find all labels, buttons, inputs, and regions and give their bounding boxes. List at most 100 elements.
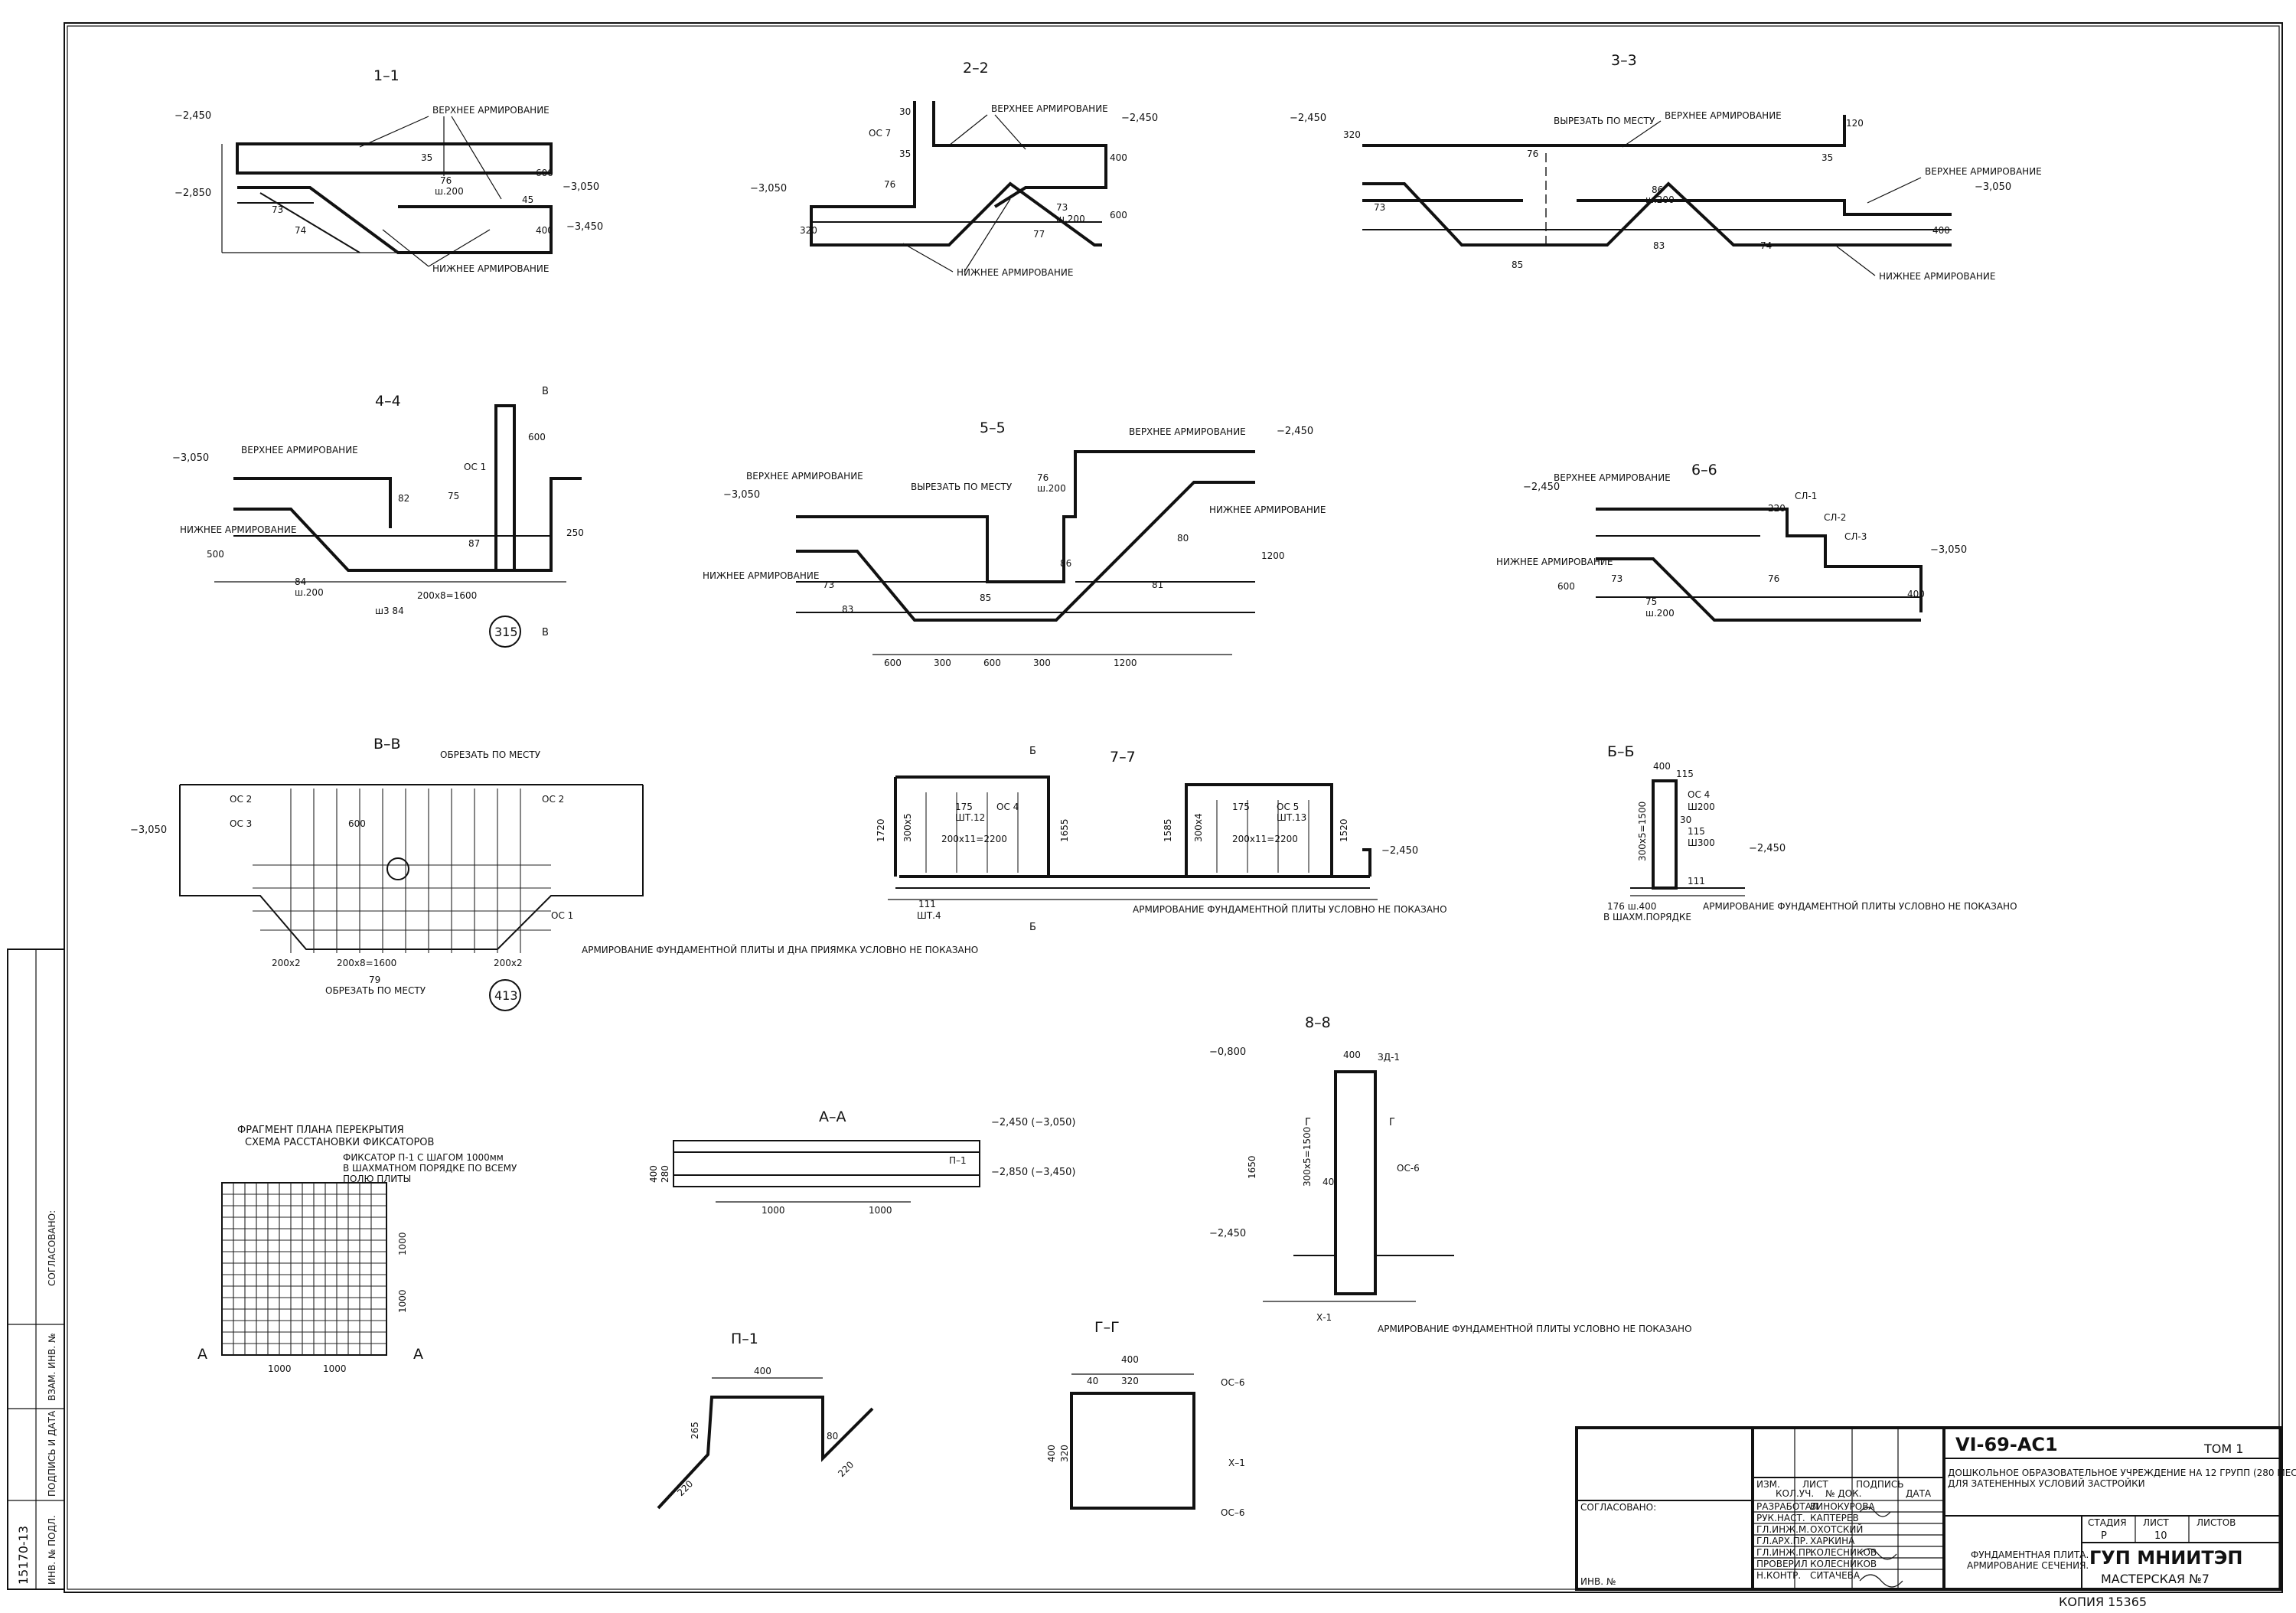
tb-sheet2: АРМИРОВАНИЕ СЕЧЕНИЯ.: [1967, 1560, 2089, 1571]
r76-6-6: 76: [1768, 573, 1779, 584]
title-b-b: Б–Б: [1607, 743, 1635, 760]
frag-note1: ФИКСАТОР П-1 С ШАГОМ 1000мм: [343, 1152, 504, 1163]
tb-volume: ТОМ 1: [2203, 1442, 2243, 1456]
r76-1-1: 76: [440, 175, 452, 186]
section-a-a: А–А −2,450 (−3,050) −2,850 (−3,450) П–1 …: [648, 1109, 1076, 1216]
cl2-6-6: СЛ-2: [1824, 512, 1846, 523]
mark-4-4: 315: [494, 625, 518, 639]
tb-stamp: КОПИЯ 15365: [2059, 1595, 2147, 1609]
cut-7-7-b: Б: [1029, 922, 1036, 933]
d600-2-2: 600: [1110, 210, 1127, 220]
r76-5-5: 76: [1037, 472, 1049, 483]
d220-6-6: 220: [1768, 503, 1786, 514]
cut-8-8-b: Г: [1389, 1117, 1395, 1128]
lv-1-1-c: −3,050: [563, 181, 599, 193]
d400-g-g: 400: [1121, 1354, 1139, 1365]
side-c3: ИНВ. № ПОДЛ.: [47, 1515, 57, 1585]
tb-hc4: ПОДПИСЬ: [1856, 1479, 1903, 1490]
note-7-7: АРМИРОВАНИЕ ФУНДАМЕНТНОЙ ПЛИТЫ УСЛОВНО Н…: [1133, 903, 1447, 915]
d320-2-2: 320: [800, 225, 817, 236]
section-3-3: 3–3 −2,450 −3,050 ВЕРХНЕЕ АРМИРОВАНИЕ ВЕ…: [1290, 52, 2042, 282]
lv-a-a-b: −2,850 (−3,450): [991, 1167, 1076, 1178]
lv-v-v: −3,050: [130, 824, 167, 836]
d1200-5-5: 1200: [1261, 550, 1285, 561]
r80-5-5: 80: [1177, 533, 1189, 544]
dim1-7-7: 200х11=2200: [941, 834, 1007, 844]
lv-3-3-a: −2,450: [1290, 113, 1326, 124]
title-v-v: В–В: [373, 736, 401, 753]
section-6-6: 6–6 ВЕРХНЕЕ АРМИРОВАНИЕ НИЖНЕЕ АРМИРОВАН…: [1496, 462, 1967, 622]
cut-top-v-v: ОБРЕЗАТЬ ПО МЕСТУ: [440, 749, 541, 760]
title-7-7: 7–7: [1110, 749, 1136, 766]
d320v-g-g: 320: [1059, 1445, 1070, 1462]
d176-b-b: 176 ш.400: [1607, 901, 1656, 912]
d400-3-3: 400: [1932, 225, 1950, 236]
sht13-7-7: ШТ.13: [1277, 812, 1306, 823]
s200-1-1-a: ш.200: [435, 186, 464, 197]
tb-sheets-h: ЛИСТОВ: [2197, 1517, 2236, 1528]
tb-org1: ГУП МНИИТЭП: [2089, 1547, 2242, 1569]
tb-role4: ГЛ.ИНЖ.ПР.: [1756, 1547, 1814, 1558]
d1655-7-7: 1655: [1059, 818, 1070, 842]
lv-2-2-a: −2,450: [1121, 113, 1158, 124]
section-5-5: 5–5 ВЕРХНЕЕ АРМИРОВАНИЕ ВЕРХНЕЕ АРМИРОВА…: [703, 420, 1326, 668]
lv-1-1-d: −3,450: [566, 221, 603, 233]
title-5-5: 5–5: [980, 420, 1006, 436]
r81-5-5: 81: [1152, 580, 1163, 590]
r87-4-4: 87: [468, 538, 480, 549]
d1585-7-7: 1585: [1163, 818, 1173, 842]
d500-4-4: 500: [207, 549, 224, 560]
d35-2-2: 35: [899, 149, 911, 159]
d220a-p1: 220: [675, 1478, 695, 1498]
r74-1-1: 74: [295, 225, 306, 236]
d400-a-a: 400: [648, 1165, 659, 1183]
dim-5-5-4: 1200: [1114, 658, 1137, 668]
tb-stage-h: СТАДИЯ: [2088, 1517, 2127, 1528]
dim-5-5-1: 300: [934, 658, 951, 668]
side-inv-no: 15170-13: [16, 1526, 31, 1585]
r83-3-3: 83: [1653, 240, 1665, 251]
d220b-p1: 220: [836, 1459, 856, 1479]
lv-5-5-a: −2,450: [1277, 426, 1313, 437]
lv-1-1-a: −2,450: [174, 110, 211, 122]
tb-hc2: ЛИСТ: [1802, 1479, 1828, 1490]
tb-name6: СИТАЧЕВА: [1810, 1570, 1861, 1581]
top-label-1-1: ВЕРХНЕЕ АРМИРОВАНИЕ: [432, 105, 550, 116]
s200-4-4: ш.200: [295, 587, 324, 598]
cl3-6-6: СЛ-3: [1844, 531, 1867, 542]
oc6b-g-g: ОС–6: [1221, 1507, 1244, 1518]
title-a-a: А–А: [819, 1109, 846, 1125]
title-p1: П–1: [731, 1331, 758, 1347]
oc6-8-8: ОС-6: [1397, 1163, 1420, 1174]
sht12-7-7: ШТ.12: [955, 812, 985, 823]
d400-8-8: 400: [1343, 1050, 1361, 1060]
cut-label-5-5: ВЫРЕЗАТЬ ПО МЕСТУ: [911, 482, 1013, 492]
dim-5-5-3: 300: [1033, 658, 1051, 668]
d1650-8-8: 1650: [1247, 1155, 1257, 1179]
cut-4-4-a: В: [542, 386, 549, 397]
r82-4-4: 82: [398, 493, 409, 504]
lv-8-8-b: −2,450: [1209, 1228, 1246, 1239]
s200-3-3: ш.200: [1645, 194, 1675, 205]
bottom-label-6-6: НИЖНЕЕ АРМИРОВАНИЕ: [1496, 557, 1613, 567]
r73-2-2: 73: [1056, 202, 1068, 213]
d400-p1: 400: [754, 1366, 771, 1376]
section-p1: П–1 400 265 220 220 80: [657, 1331, 874, 1510]
title-6-6: 6–6: [1691, 462, 1717, 478]
grid-7-7: [925, 792, 1309, 873]
d400-2-2: 400: [1110, 152, 1127, 163]
tb-role0: РАЗРАБОТАЛ: [1756, 1501, 1818, 1512]
dim2-7-7: 200х11=2200: [1232, 834, 1298, 844]
section-4-4: 4–4 315 В В −3,050 ВЕРХНЕЕ АРМИРОВАНИЕ Н…: [172, 386, 584, 648]
d115b-b-b: 115: [1688, 826, 1705, 837]
tb-sheet-h: ЛИСТ: [2143, 1517, 2169, 1528]
lv-8-8-a: −0,800: [1209, 1046, 1246, 1058]
d175-7-7-a: 175: [955, 802, 973, 812]
tb-inv: ИНВ. №: [1580, 1576, 1616, 1587]
section-7-7: 7–7 Б Б ОС 4 ОС 5 ШТ.12 ШТ.13 ШТ.4 175 1…: [876, 746, 1447, 933]
zd1-8-8: ЗД-1: [1378, 1052, 1400, 1063]
d40-8-8: 40: [1322, 1177, 1334, 1187]
bottom-label-4-4: НИЖНЕЕ АРМИРОВАНИЕ: [180, 524, 296, 535]
cut-label-3-3: ВЫРЕЗАТЬ ПО МЕСТУ: [1554, 116, 1655, 126]
bottom-label-5-5-a: НИЖНЕЕ АРМИРОВАНИЕ: [703, 570, 819, 581]
